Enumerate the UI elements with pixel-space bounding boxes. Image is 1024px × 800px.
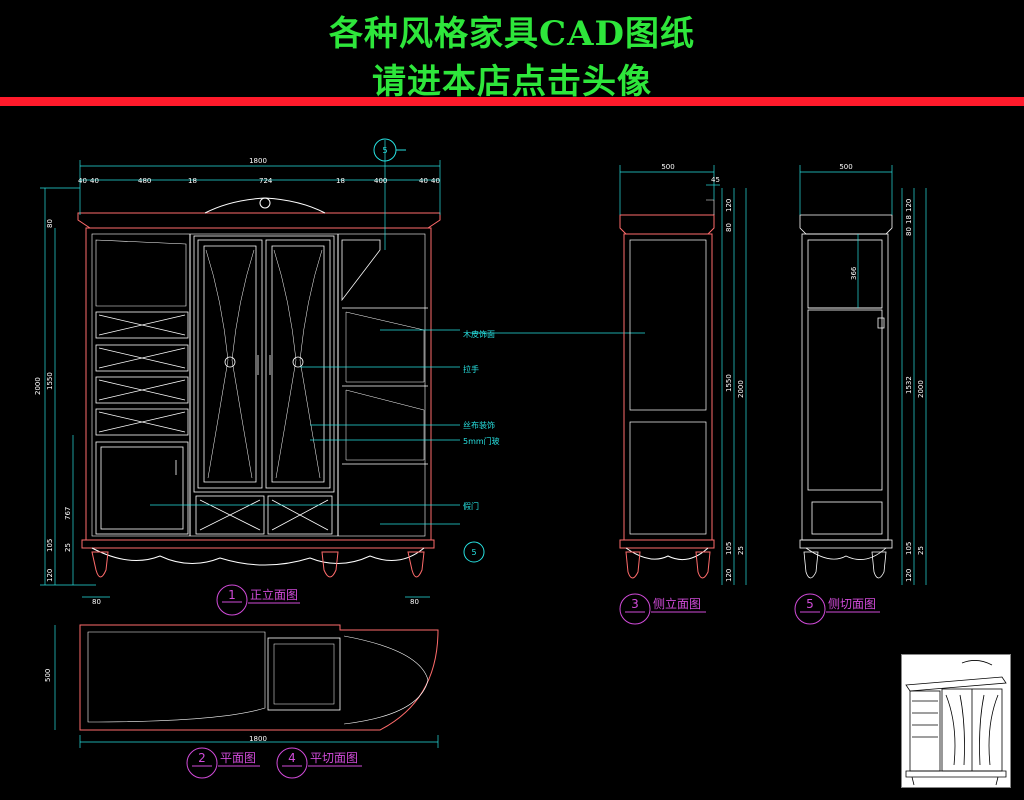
dim-front-height-total: 2000 [34, 377, 42, 395]
dim-seg-7: 400 [374, 177, 387, 185]
dim-side-h-5: 105 [725, 542, 733, 555]
caption-side-label: 侧立面图 [653, 596, 701, 611]
dim-side-width: 500 [661, 163, 674, 171]
caption-side-cut-label: 侧切面图 [828, 597, 876, 611]
dim-plan-depth: 500 [44, 669, 52, 682]
side-section [799, 214, 893, 579]
caption-front-label: 正立面图 [250, 587, 298, 602]
annotation-fake-door: 假门 [463, 501, 479, 511]
dim-front-base-2: 25 [64, 543, 72, 552]
side-elevation [619, 199, 715, 579]
front-dimensions [40, 140, 645, 598]
dim-side-h-6: 25 [737, 546, 745, 555]
plan-dimensions [54, 625, 439, 748]
dim-section-h-4: 1532 [905, 376, 913, 394]
dim-front-leg: 120 [46, 569, 54, 582]
wardrobe-sketch-thumbnail [901, 654, 1011, 788]
caption-front-number: 1 [228, 588, 236, 602]
dim-front-height-main: 1550 [46, 372, 54, 390]
annotation-wood-veneer: 木皮饰面 [463, 329, 495, 339]
annotation-handle: 拉手 [463, 364, 479, 374]
annotation-fabric: 丝布装饰 [463, 420, 495, 430]
plan-view [79, 624, 439, 731]
caption-plan-label: 平面图 [220, 751, 256, 765]
dim-section-h-7: 25 [917, 546, 925, 555]
title-divider-bar [0, 97, 1024, 106]
dim-side-h-2: 80 [725, 223, 733, 232]
caption-plan-cut-number: 4 [288, 751, 296, 765]
caption-plan-cut-label: 平切面图 [310, 751, 358, 765]
side-dimensions [619, 165, 747, 585]
sheet-subtitle: 请进本店点击头像 [372, 62, 652, 102]
dim-front-width: 1800 [249, 157, 267, 165]
dim-seg-1: 40 [78, 177, 87, 185]
dim-seg-6: 18 [336, 177, 345, 185]
dim-seg-4: 18 [188, 177, 197, 185]
dim-seg-3: 480 [138, 177, 151, 185]
caption-side-number: 3 [631, 597, 639, 611]
dim-side-top: 45 [711, 176, 720, 184]
dim-section-h-2: 18 [905, 215, 913, 224]
caption-plan: 2 平面图 [186, 747, 260, 779]
dim-section-width: 500 [839, 163, 852, 171]
caption-plan-number: 2 [198, 751, 206, 765]
dim-section-h-3: 80 [905, 227, 913, 236]
annotation-glass: 5mm门玻 [463, 436, 500, 446]
caption-side-cut: 5 侧切面图 [794, 593, 880, 625]
dim-side-h-7: 120 [725, 569, 733, 582]
dim-seg-8: 40 [419, 177, 428, 185]
dim-seg-5: 724 [259, 177, 273, 185]
caption-side-cut-number: 5 [806, 597, 814, 611]
front-elevation [77, 197, 441, 578]
dim-seg-9: 40 [431, 177, 440, 185]
dim-section-h-6: 105 [905, 542, 913, 555]
dim-seg-2: 40 [90, 177, 99, 185]
caption-front: 1 正立面图 [216, 584, 300, 616]
dim-side-h-3: 1550 [725, 374, 733, 392]
dim-side-h-4: 2000 [737, 380, 745, 398]
dim-section-h-1: 120 [905, 199, 913, 212]
section-marker-label: 5 [382, 146, 387, 155]
dim-section-h-8: 120 [905, 569, 913, 582]
dim-front-leg-width-left: 80 [92, 598, 101, 606]
dim-section-inner: 366 [850, 266, 858, 280]
dim-front-base-1: 105 [46, 539, 54, 552]
section-marker-top: 5 [373, 138, 406, 162]
dim-side-h-1: 120 [725, 199, 733, 212]
section-marker-bottom: 5 [463, 541, 485, 563]
section-dimensions [799, 165, 927, 585]
caption-side: 3 侧立面图 [619, 593, 706, 625]
sheet-title: 各种风格家具CAD图纸 [329, 14, 695, 54]
dim-plan-width: 1800 [249, 735, 267, 743]
dim-section-h-5: 2000 [917, 380, 925, 398]
caption-plan-cut: 4 平切面图 [276, 747, 362, 779]
dim-front-leg-width-right: 80 [410, 598, 419, 606]
dim-front-height-top: 80 [46, 219, 54, 228]
sketch-image [905, 660, 1007, 786]
svg-text:5: 5 [471, 548, 476, 557]
dim-front-height-lower: 767 [64, 507, 72, 520]
